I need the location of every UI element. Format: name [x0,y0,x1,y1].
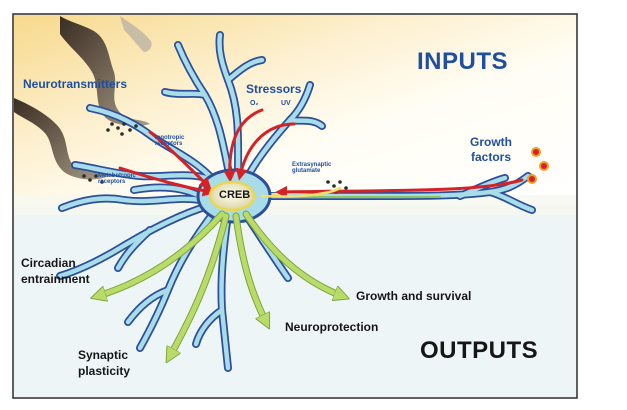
presynaptic-terminals [14,16,152,180]
metabotropic-line-1: Metabotropic [98,173,136,179]
creb-nucleus [208,180,256,212]
oxygen-species-label: O₂ [250,100,259,107]
synaptic-line-2: plasticity [78,363,131,378]
metabotropic-receptors-label: Metabotropic receptors [98,173,136,186]
outputs-heading: OUTPUTS [420,337,539,364]
ionotropic-receptors-label: Ionotropic receptors [155,135,184,148]
circadian-entrainment-label: Circadian entrainment [21,257,90,285]
circadian-line-1: Circadian [21,256,76,270]
synaptic-line-1: Synaptic [78,348,129,362]
metabotropic-line-2: receptors [98,179,126,186]
ionotropic-line-1: Ionotropic [155,135,185,141]
growth-factor-molecules [527,147,549,184]
inputs-heading: INPUTS [417,48,509,75]
stressors-label: Stressors [246,82,302,96]
output-arrows [98,210,342,356]
neurotransmitters-label: Neurotransmitters [23,77,128,91]
growth-factors-label: Growth factors [470,136,512,163]
growth-factors-line-1: Growth [470,135,512,149]
extrasynaptic-line-1: Extrasynaptic [292,162,332,168]
neuroprotection-label: Neuroprotection [285,320,379,334]
input-signal-arrows [118,108,524,198]
creb-label: CREB [219,189,251,201]
ionotropic-line-2: receptors [155,141,183,148]
circadian-line-2: entrainment [21,271,90,286]
growth-and-survival-label: Growth and survival [356,289,472,303]
glutamate-signal [260,186,342,198]
extrasynaptic-glutamate-label: Extrasynaptic glutamate [292,162,331,175]
growth-factors-line-2: factors [470,149,511,164]
neurotransmitter-particles [82,122,348,194]
synaptic-plasticity-label: Synaptic plasticity [78,349,130,377]
uv-label: UV [281,100,291,107]
extrasynaptic-line-2: glutamate [292,168,321,175]
